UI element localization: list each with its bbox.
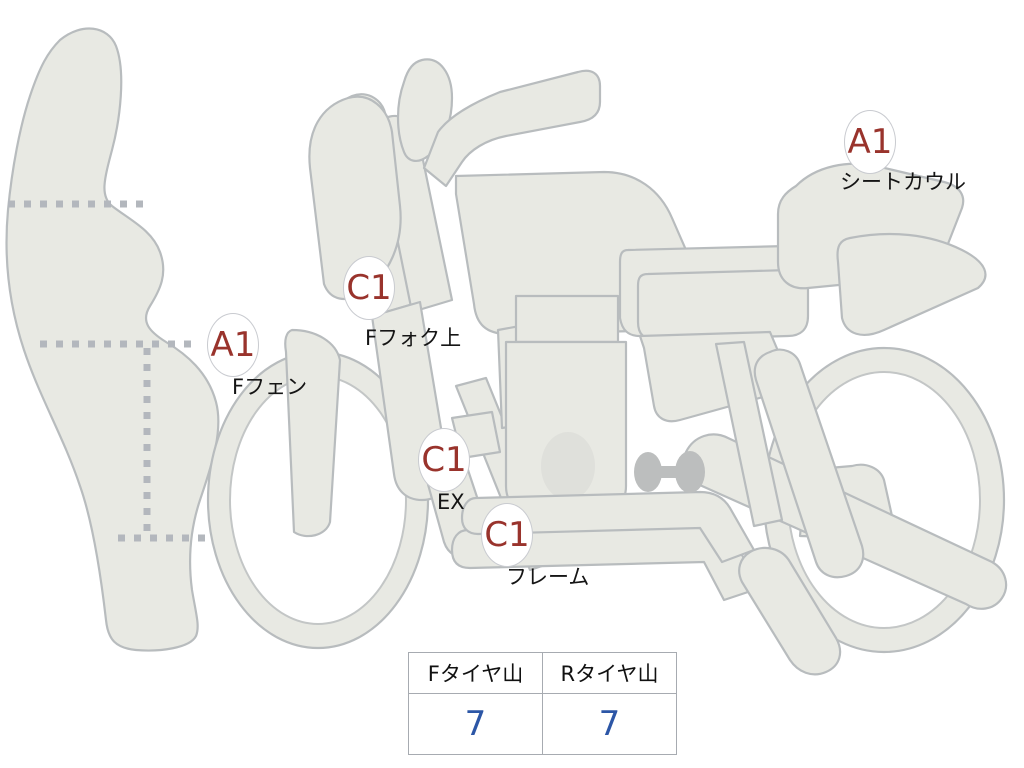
table-value-row: 7 7 bbox=[408, 693, 677, 755]
front-fender-shape bbox=[5, 27, 220, 652]
part-label-f-fender: Fフェン bbox=[232, 375, 308, 399]
marker-grade-text: A1 bbox=[210, 325, 256, 365]
part-label-f-fork-upper: Fフォク上 bbox=[365, 326, 462, 350]
marker-f-fork-upper[interactable]: C1 bbox=[343, 256, 395, 320]
part-label-frame: フレーム bbox=[506, 565, 590, 589]
front-brake-disc bbox=[284, 328, 342, 538]
handlebar bbox=[422, 69, 602, 188]
marker-frame[interactable]: C1 bbox=[481, 503, 533, 567]
rear-fender bbox=[836, 232, 987, 336]
header-rear-tire: Rタイヤ山 bbox=[542, 652, 677, 694]
marker-grade-text: A1 bbox=[847, 122, 893, 162]
subframe-tube bbox=[714, 340, 784, 528]
marker-grade-text: C1 bbox=[421, 440, 467, 480]
tire-tread-table: Fタイヤ山 Rタイヤ山 7 7 bbox=[408, 652, 677, 755]
engine-cover-detail bbox=[541, 432, 595, 500]
rear-shock bbox=[753, 348, 865, 579]
part-label-seat-cowl: シートカウル bbox=[840, 170, 966, 194]
marker-f-fender[interactable]: A1 bbox=[207, 313, 259, 377]
value-front-tire: 7 bbox=[408, 693, 543, 755]
cylinder-head bbox=[514, 294, 620, 344]
table-header-row: Fタイヤ山 Rタイヤ山 bbox=[408, 652, 677, 694]
marker-grade-text: C1 bbox=[484, 515, 530, 555]
fender-measurement-lines bbox=[8, 200, 228, 542]
footpeg bbox=[634, 451, 705, 493]
part-label-exhaust: EX bbox=[437, 490, 465, 514]
exhaust-pipe bbox=[460, 490, 756, 564]
muffler bbox=[738, 546, 842, 676]
seat bbox=[636, 268, 810, 342]
header-front-tire: Fタイヤ山 bbox=[408, 652, 543, 694]
marker-seat-cowl[interactable]: A1 bbox=[844, 110, 896, 174]
marker-exhaust[interactable]: C1 bbox=[418, 428, 470, 492]
marker-grade-text: C1 bbox=[346, 268, 392, 308]
value-rear-tire: 7 bbox=[542, 693, 677, 755]
